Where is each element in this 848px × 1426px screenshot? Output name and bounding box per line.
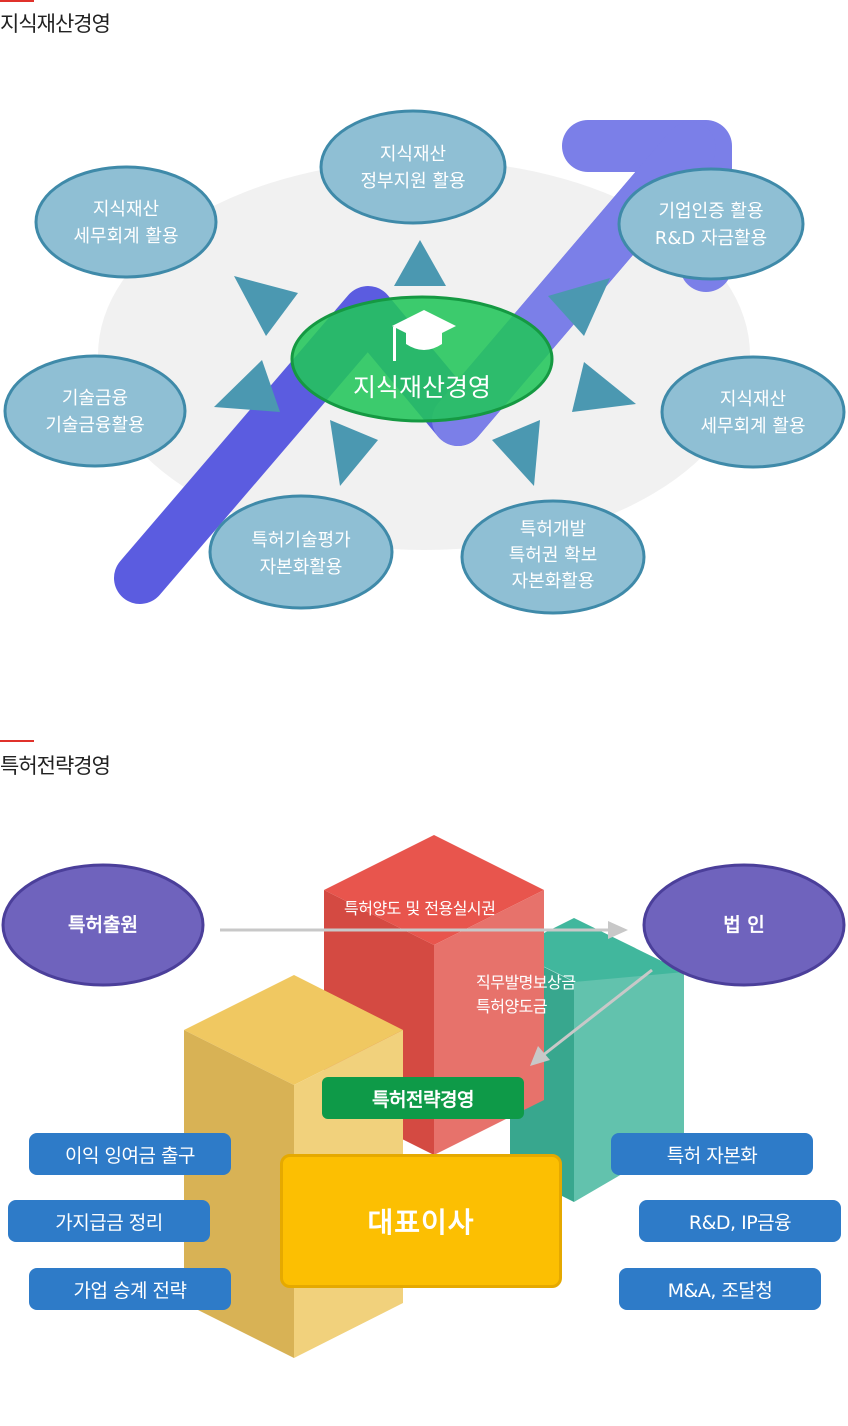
arrow-downright-icon [492, 420, 540, 486]
arrow-up-icon [394, 240, 446, 286]
corporation-label: 법 인 [723, 914, 765, 936]
right-item-ma-procurement: M&A, 조달청 [619, 1268, 821, 1310]
node-bottom-right-line1: 특허개발 [520, 519, 586, 540]
arrow-upright-icon [548, 278, 610, 336]
compensation-line1: 직무발명보상금 [476, 973, 576, 992]
arrow-left-icon [214, 360, 280, 412]
right-item-rd-ip-finance: R&D, IP금융 [639, 1200, 841, 1242]
section1-title: 지식재산경영 [0, 12, 111, 36]
node-top-left: 지식재산 세무회계 활용 [34, 165, 218, 279]
yellow-block-top [184, 975, 403, 1085]
node-top-line2: 정부지원 활용 [360, 171, 465, 192]
section1-marker [0, 0, 34, 2]
node-top: 지식재산 정부지원 활용 [319, 109, 507, 225]
node-top-line1: 지식재산 [380, 144, 446, 165]
node-right-line1: 지식재산 [720, 389, 786, 410]
graduation-cap-icon [392, 310, 456, 361]
node-bottom-left-line2: 자본화활용 [260, 557, 343, 578]
arrow-upleft-icon [234, 276, 298, 336]
left-item-retained-earnings: 이익 잉여금 출구 [29, 1133, 231, 1175]
patent-application-node: 특허출원 [1, 863, 205, 987]
patent-strategy-badge: 특허전략경영 [322, 1077, 524, 1119]
node-left: 기술금융 기술금융활용 [3, 354, 187, 468]
ip-management-diagram: 지식재산 정부지원 활용 지식재산 세무회계 활용 기업인증 활용 R&D 자금… [3, 109, 846, 615]
transfer-label: 특허양도 및 전용실시권 [344, 899, 496, 918]
ceo-box: 대표이사 [280, 1154, 562, 1288]
arrow-downleft-icon [330, 420, 378, 486]
node-bottom-right-line3: 자본화활용 [512, 571, 595, 592]
node-right-line2: 세무회계 활용 [700, 416, 805, 437]
node-top-right-line1: 기업인증 활용 [658, 201, 763, 222]
node-bottom-left: 특허기술평가 자본화활용 [208, 494, 394, 610]
node-bottom-left-line1: 특허기술평가 [251, 530, 350, 551]
node-top-left-line1: 지식재산 [93, 199, 159, 220]
compensation-arrow [530, 968, 653, 1066]
node-top-left-line2: 세무회계 활용 [73, 226, 178, 247]
patent-application-label: 특허출원 [68, 914, 138, 936]
node-left-line2: 기술금융활용 [45, 415, 144, 436]
left-item-succession-strategy: 가업 승계 전략 [29, 1268, 231, 1310]
left-item-provisional-payment: 가지급금 정리 [8, 1200, 210, 1242]
compensation-line2: 특허양도금 [476, 997, 548, 1016]
corporation-node: 법 인 [642, 863, 846, 987]
node-right: 지식재산 세무회계 활용 [660, 355, 846, 469]
transfer-arrow [220, 921, 628, 939]
section2-marker [0, 740, 34, 742]
right-item-patent-capitalization: 특허 자본화 [611, 1133, 813, 1175]
node-left-line1: 기술금융 [62, 388, 128, 409]
node-top-right: 기업인증 활용 R&D 자금활용 [617, 167, 805, 281]
arrow-right-icon [572, 362, 636, 412]
node-top-right-line2: R&D 자금활용 [655, 228, 767, 249]
center-node: 지식재산경영 [290, 295, 554, 423]
node-bottom-right: 특허개발 특허권 확보 자본화활용 [460, 499, 646, 615]
section2-title: 특허전략경영 [0, 754, 111, 778]
node-bottom-right-line2: 특허권 확보 [509, 545, 598, 566]
center-node-label: 지식재산경영 [353, 373, 491, 402]
